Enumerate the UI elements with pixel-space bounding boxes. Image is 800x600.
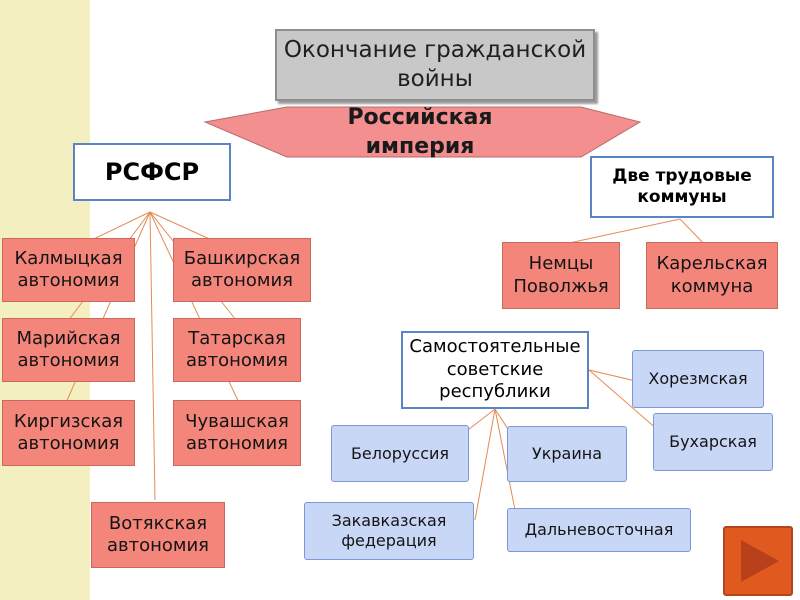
empire-label: Российская империя — [347, 105, 493, 159]
empire-hexagon — [203, 106, 642, 158]
republic-transcaucasian: Закавказская федерация — [304, 502, 474, 560]
republic-bukhara: Бухарская — [653, 413, 773, 471]
republic-khorezm: Хорезмская — [632, 350, 764, 408]
soviet-republics-box: Самостоятельные советские республики — [401, 331, 589, 409]
play-arrow-icon[interactable] — [723, 526, 793, 596]
republic-ukraine: Украина — [507, 426, 627, 482]
commune-germans: Немцы Поволжья — [502, 242, 620, 309]
republic-belarus: Белоруссия — [331, 425, 469, 482]
autonomy-votyak: Вотякская автономия — [91, 502, 225, 568]
autonomy-kirghiz: Киргизская автономия — [2, 400, 135, 466]
autonomy-bashkir: Башкирская автономия — [173, 238, 311, 302]
title-box: Окончание гражданской войны — [275, 29, 595, 101]
commune-karelian: Карельская коммуна — [646, 242, 778, 309]
autonomy-mari: Марийская автономия — [2, 318, 135, 382]
autonomy-kalmyk: Калмыцкая автономия — [2, 238, 135, 302]
rsfsr-box: РСФСР — [73, 143, 231, 201]
republic-far-east: Дальневосточная — [507, 508, 691, 552]
autonomy-chuvash: Чувашская автономия — [173, 400, 301, 466]
autonomy-tatar: Татарская автономия — [173, 318, 301, 382]
communes-box: Две трудовые коммуны — [590, 156, 774, 218]
